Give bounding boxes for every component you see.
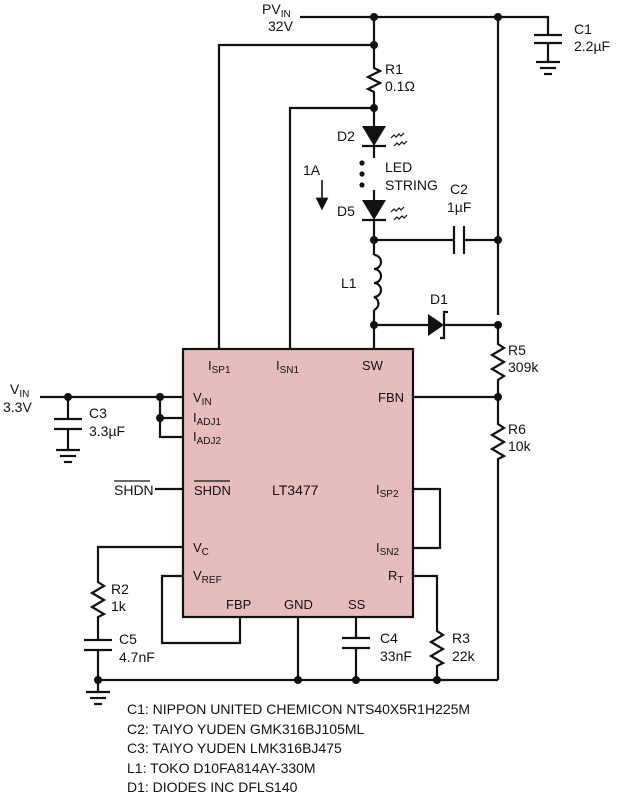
ground-symbol-c3 xyxy=(56,448,80,464)
component-notes: C1: NIPPON UNITED CHEMICON NTS40X5R1H225… xyxy=(127,700,470,798)
d1-schottky-diode xyxy=(428,310,448,340)
r2-name: R2 xyxy=(111,581,129,597)
d2-name: D2 xyxy=(337,128,355,144)
ic-pin-shdn: SHDN xyxy=(194,483,231,498)
r1-name: R1 xyxy=(385,61,403,77)
ic-pin-isp2: ISP2 xyxy=(376,482,399,500)
c4-value: 33nF xyxy=(380,648,412,664)
d2-light-rays-icon xyxy=(390,132,408,147)
r6-value: 10k xyxy=(508,438,532,454)
vin-label: VIN xyxy=(10,381,29,400)
r6-name: R6 xyxy=(508,421,526,437)
ic-pin-isp1: ISP1 xyxy=(208,358,231,376)
c4-capacitor xyxy=(342,636,370,650)
r3-value: 22k xyxy=(452,648,476,664)
c5-value: 4.7nF xyxy=(119,649,155,665)
d5-light-rays-icon xyxy=(390,206,408,221)
c1-name: C1 xyxy=(574,21,592,37)
ic-pin-ss: SS xyxy=(348,597,366,612)
led-string-line2: STRING xyxy=(385,177,438,193)
vin-value: 3.3V xyxy=(3,399,32,415)
c3-name: C3 xyxy=(89,405,107,421)
ic-name: LT3477 xyxy=(272,482,319,498)
r5-value: 309k xyxy=(508,359,539,375)
ground-symbol-c1 xyxy=(536,60,560,76)
junction-dots xyxy=(64,13,502,684)
c1-value: 2.2µF xyxy=(574,38,610,54)
d5-name: D5 xyxy=(337,203,355,219)
ic-pin-vin: VIN xyxy=(193,390,212,408)
d1-name: D1 xyxy=(430,291,448,307)
c5-capacitor xyxy=(84,638,112,652)
ic-pin-fbp: FBP xyxy=(226,597,251,612)
ground-symbol-main xyxy=(86,690,110,706)
r1-resistor xyxy=(365,64,383,97)
ic-pin-iadj1: IADJ1 xyxy=(193,410,222,428)
d5-led xyxy=(362,200,386,222)
c5-name: C5 xyxy=(119,631,137,647)
ic-pin-vref: VREF xyxy=(193,568,222,586)
c1-capacitor xyxy=(534,33,562,45)
c2-value: 1µF xyxy=(447,199,471,215)
led-string-line1: LED xyxy=(385,159,412,175)
ic-pin-iadj2: IADJ2 xyxy=(193,429,222,447)
r2-resistor xyxy=(89,578,107,620)
c2-name: C2 xyxy=(450,181,468,197)
note-item: L1: TOKO D10FA814AY-330M xyxy=(127,759,316,776)
ic-body xyxy=(181,347,415,619)
ic-pin-isn1: ISN1 xyxy=(276,358,300,376)
r6-resistor xyxy=(489,420,507,462)
current-label: 1A xyxy=(303,162,321,178)
led-string-dots xyxy=(359,160,365,188)
c3-value: 3.3µF xyxy=(89,423,125,439)
l1-name: L1 xyxy=(341,275,357,291)
r3-name: R3 xyxy=(452,630,470,646)
c2-capacitor xyxy=(452,226,466,254)
ic-pin-vc: VC xyxy=(193,540,209,558)
ic-pin-rt: RT xyxy=(388,568,404,586)
d2-led xyxy=(362,126,386,148)
r3-resistor xyxy=(428,627,446,668)
r5-resistor xyxy=(489,340,507,384)
ic-pin-fbn: FBN xyxy=(378,390,404,405)
shdn-input-label: SHDN xyxy=(114,482,154,498)
l1-inductor xyxy=(373,253,383,312)
note-item: C3: TAIYO YUDEN LMK316BJ475 xyxy=(127,740,342,756)
r1-value: 0.1Ω xyxy=(385,78,415,94)
ic-pin-sw: SW xyxy=(362,358,384,373)
c4-name: C4 xyxy=(380,630,398,646)
r2-value: 1k xyxy=(111,598,127,614)
ic-pin-isn2: ISN2 xyxy=(376,540,400,558)
pvin-value: 32V xyxy=(268,18,294,34)
pvin-label: PVIN xyxy=(262,1,291,20)
note-item: D1: DIODES INC DFLS140 xyxy=(127,779,298,795)
c3-capacitor xyxy=(54,417,82,431)
ic-pin-gnd: GND xyxy=(284,597,313,612)
note-item: C2: TAIYO YUDEN GMK316BJ105ML xyxy=(127,720,365,737)
note-item: C1: NIPPON UNITED CHEMICON NTS40X5R1H225… xyxy=(127,701,471,717)
r5-name: R5 xyxy=(508,342,526,358)
